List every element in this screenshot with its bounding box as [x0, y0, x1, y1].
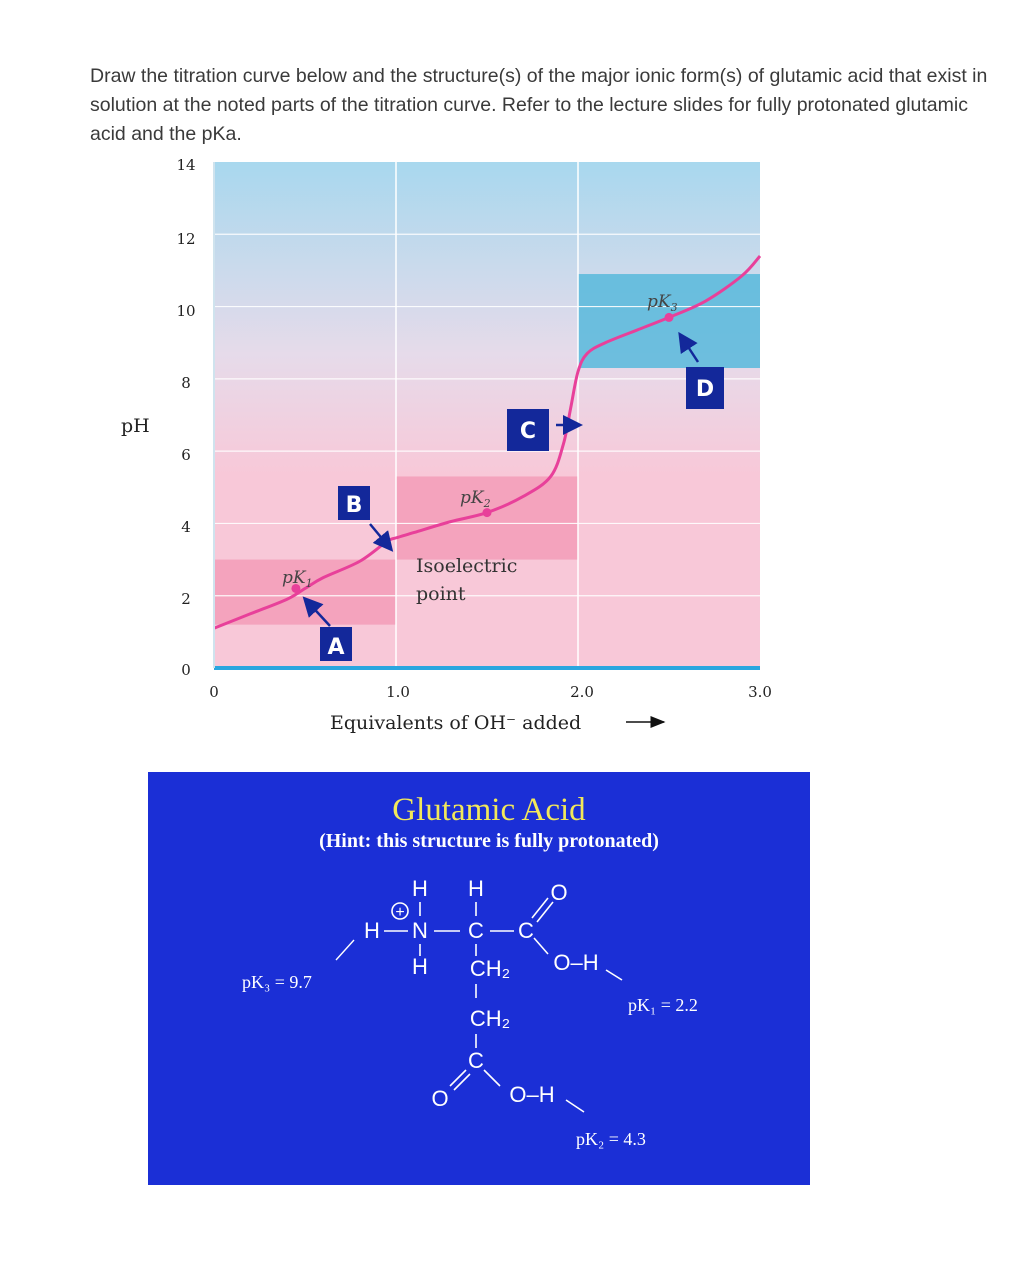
marker-a-arrow [302, 596, 331, 627]
y-tick-label: 10 [176, 302, 195, 320]
buffer-band [396, 476, 578, 560]
question-text: Draw the titration curve below and the s… [90, 65, 988, 145]
marker-d-label: D [696, 377, 714, 402]
glutamic-acid-structure: H H O + H N C C O–H [335, 876, 623, 1113]
axes [213, 162, 760, 670]
x-axis-label: Equivalents of OH⁻ added [330, 712, 581, 734]
buffer-regions [214, 274, 760, 625]
x-tick-label: 3.0 [748, 683, 772, 701]
atom-h: H [468, 876, 484, 901]
atom-c-alpha: C [468, 918, 484, 943]
pk2-value-label: pK₂ = 4.3 [576, 1129, 646, 1149]
pk-point [664, 312, 674, 322]
atom-n: N [412, 918, 428, 943]
pk-points [291, 312, 674, 593]
x-tick-label: 2.0 [570, 683, 594, 701]
pk-point [482, 508, 492, 518]
atom-c-side: C [468, 1048, 484, 1073]
pk3-annotation: pK3 [647, 292, 678, 314]
positive-charge [391, 902, 409, 920]
pk3-value-label: pK₃ = 9.7 [242, 972, 312, 992]
y-tick-label: 2 [181, 590, 191, 608]
y-tick-label: 6 [181, 446, 191, 464]
atom-oh: O–H [553, 950, 598, 975]
isoelectric-label: point [416, 583, 466, 605]
atom-o: O [431, 1086, 448, 1111]
pk1-annotation: pK1 [282, 568, 313, 590]
marker-b-label: B [346, 493, 363, 518]
x-tick-label: 0 [209, 683, 219, 701]
pk-point [291, 583, 301, 593]
atom-o: O [550, 880, 567, 905]
marker-b: B [338, 486, 394, 552]
y-tick-label: 4 [181, 518, 191, 536]
atom-c-carboxyl: C [518, 918, 534, 943]
y-tick-label: 12 [176, 230, 195, 248]
positive-charge-sign: + [395, 904, 404, 921]
titration-chart: 0 2 4 6 8 10 12 14 pH 0 1.0 2.0 3.0 Equi… [121, 156, 772, 734]
slide-hint: (Hint: this structure is fully protonate… [319, 830, 659, 852]
slide-background [148, 772, 810, 1185]
marker-c: C [507, 409, 583, 451]
marker-c-label: C [520, 419, 536, 444]
glutamic-acid-slide: Glutamic Acid (Hint: this structure is f… [148, 772, 810, 1185]
isoelectric-label: Isoelectric [416, 555, 517, 577]
marker-d-arrow [678, 331, 700, 363]
titration-curve-line [213, 254, 762, 630]
slide-title: Glutamic Acid [392, 792, 586, 828]
atom-h: H [364, 918, 380, 943]
y-tick-label: 8 [181, 374, 191, 392]
atom-ch2: CH₂ [470, 956, 510, 981]
pk2-annotation: pK2 [460, 488, 491, 510]
x-tick-label: 1.0 [386, 683, 410, 701]
pk1-value-label: pK₁ = 2.2 [628, 995, 698, 1015]
atom-h: H [412, 954, 428, 979]
marker-d: D [678, 331, 724, 409]
y-tick-label: 0 [181, 661, 191, 679]
y-tick-label: 14 [176, 156, 195, 174]
marker-b-arrow [369, 523, 394, 552]
marker-a-label: A [327, 635, 344, 660]
marker-a: A [302, 596, 352, 661]
atom-h: H [412, 876, 428, 901]
titration-curve [213, 254, 762, 630]
atom-ch2: CH₂ [470, 1006, 510, 1031]
atom-oh: O–H [509, 1082, 554, 1107]
y-axis-label: pH [121, 415, 150, 437]
